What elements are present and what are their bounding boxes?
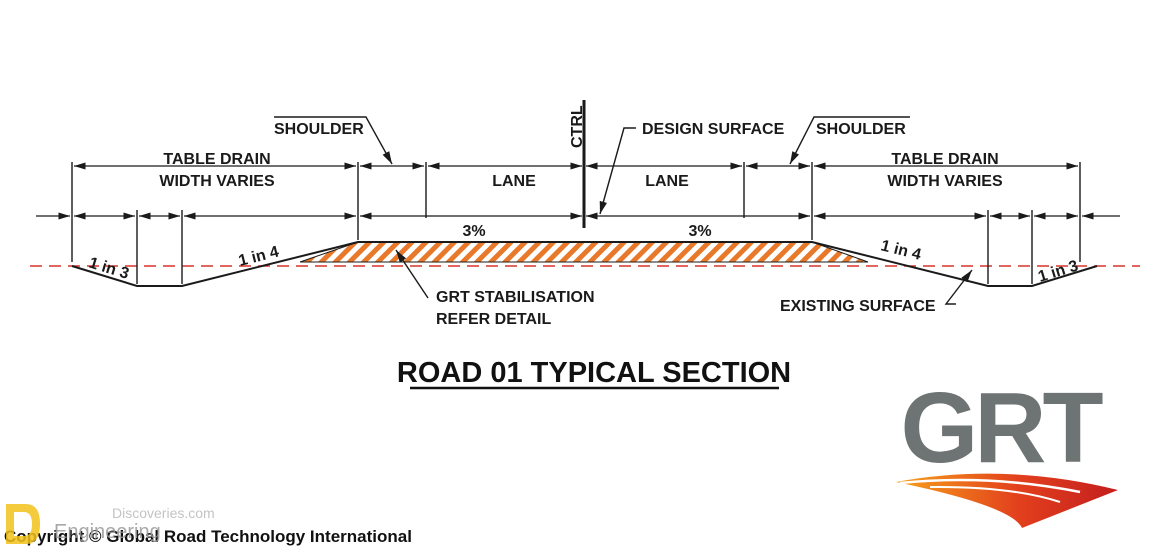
shoulder-right-label: SHOULDER — [816, 121, 906, 138]
grade-right-label: 3% — [688, 223, 711, 240]
grt-stabilisation-layer — [299, 241, 869, 263]
lane-right-label: LANE — [645, 173, 689, 190]
leader-lines — [274, 116, 973, 305]
copyright-text: Copyright © Global Road Technology Inter… — [4, 527, 412, 546]
table-drain-left-width-label: WIDTH VARIES — [159, 173, 275, 190]
grt-logo-text: GRT — [900, 372, 1103, 484]
grt-stabilisation-label: GRT STABILISATION — [436, 289, 595, 306]
design-surface-label: DESIGN SURFACE — [642, 121, 785, 138]
watermark-bottom-text: Engineering — [54, 521, 161, 543]
vertical-reference-lines — [71, 162, 1081, 284]
grt-logo: GRT — [896, 372, 1118, 528]
table-drain-left-label: TABLE DRAIN — [163, 151, 270, 168]
slope-1in3-left-label: 1 in 3 — [87, 255, 131, 283]
slope-1in3-right-label: 1 in 3 — [1036, 258, 1080, 286]
shoulder-left-label: SHOULDER — [274, 121, 364, 138]
lane-left-label: LANE — [492, 173, 536, 190]
existing-surface-label: EXISTING SURFACE — [780, 298, 936, 315]
watermark-logo-icon — [6, 504, 40, 544]
grade-left-label: 3% — [462, 223, 485, 240]
watermark-top-text: Discoveries.com — [112, 505, 215, 521]
refer-detail-label: REFER DETAIL — [436, 311, 551, 328]
ctrl-label: CTRL — [569, 105, 586, 148]
design-surface-profile — [71, 241, 1098, 287]
table-drain-right-label: TABLE DRAIN — [891, 151, 998, 168]
section-title: ROAD 01 TYPICAL SECTION — [397, 357, 791, 389]
table-drain-right-width-label: WIDTH VARIES — [887, 173, 1003, 190]
watermark: Discoveries.com Engineering — [6, 504, 215, 544]
